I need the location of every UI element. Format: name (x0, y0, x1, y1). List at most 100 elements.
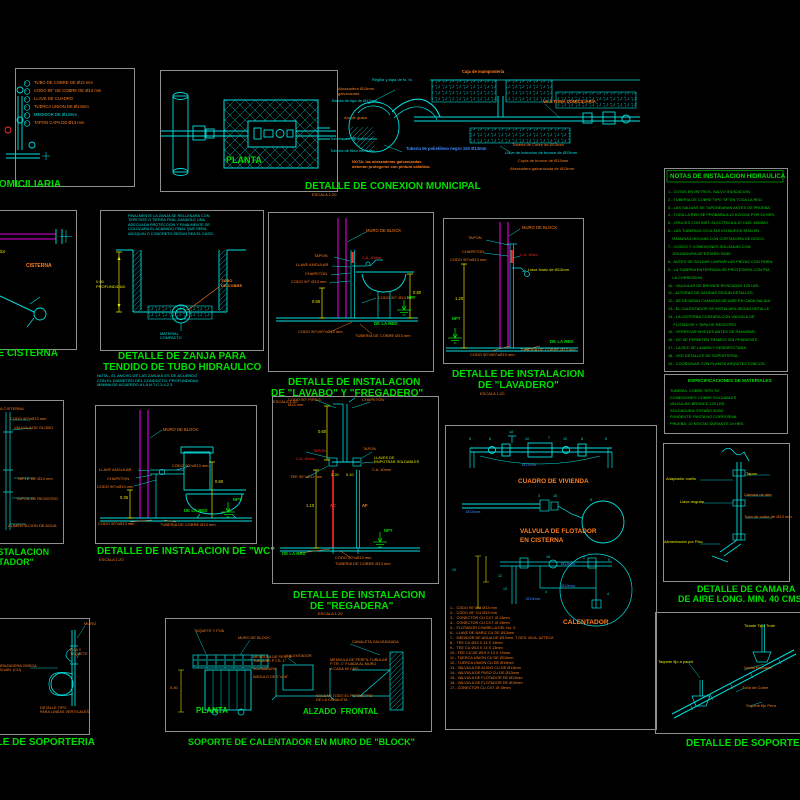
legend-text: TAPON CAPA DE Ø13 mm (34, 120, 85, 125)
callout: CODO 90°xØ13 mm (97, 484, 134, 489)
panel-title: DE "LAVADERO" (478, 380, 559, 391)
legend-text: CODO 90° DE COBRE DE Ø13 mm (34, 88, 102, 93)
panel-soporteria-vertical (0, 618, 90, 735)
callout: Tubo de cobre de Ø13 mm (744, 514, 792, 519)
callout: C.A. 40mm (372, 468, 391, 472)
callout-num: 10 (525, 437, 529, 441)
dim-label: 0.60 (318, 429, 327, 434)
callout: CODO 90° Ø13 mm (291, 279, 327, 284)
callout: Soporte fijo Pera (746, 703, 776, 708)
panel-instalacion-wc (95, 405, 257, 544)
callout: ANGULO DE 1"x1/8" (253, 675, 289, 679)
panel-title: ESPECIFICACIONES DE MATERIALES (688, 378, 772, 383)
callout: CANALETA GALVANIZADA (352, 640, 399, 644)
callout: LLAVES DE EMPOTRAR SOLDABLES (374, 456, 420, 465)
callout: ALIMENTACION DE AGUA (8, 523, 57, 528)
callout: MENSULA DE PERFIL TUBULAR P.T.R. 1" (253, 655, 292, 664)
callout-num: 13 (503, 587, 507, 591)
callout-num: 6 (581, 437, 583, 441)
callout: TUBERIA DE COBRE Ø13 mm (355, 333, 411, 338)
notes-header-box (666, 170, 784, 183)
callout: LLAVE ANGULAR (99, 467, 132, 472)
callout: Tuberia de polietileno negro 150 Ø13mm (406, 146, 487, 151)
panel-title: DETALLE DE CAMARA (697, 584, 796, 594)
panel-cuadro-vivienda-grupo (445, 425, 657, 730)
panel-title: DETALLE DE INSTALACION (0, 547, 50, 557)
callout: AC (330, 503, 337, 508)
dim-label: 0.60 PROFUNDIDAD (96, 279, 126, 289)
callout: C.A. 40mm (362, 256, 381, 260)
fitting-legend: 1.- CODO 90° CU Ø13 mm 2.- CODO 45° CU Ø… (450, 606, 554, 690)
callout: TAQUETE Y PIJA (194, 629, 225, 633)
panel-title: DETALLE DE ZANJA PARA (118, 351, 247, 362)
callout: TEE 90°xØ13 mm (290, 474, 323, 479)
lavadero-drawing (446, 222, 578, 352)
legend-item: 4 (25, 104, 27, 109)
panel-instalacion-lavabo-fregadero (268, 212, 434, 372)
callout: Llave de insercion de bronce de Ø13mm (505, 149, 578, 155)
panel-title: DETALLE DE INSTALACION (288, 377, 421, 388)
notes-body: 1.- COTAS EN METROS, SALVO INDICACION. 2… (668, 189, 776, 366)
callout: CHAPETON (362, 397, 385, 402)
panel-planta-conexion (160, 70, 338, 192)
callout: MURO (84, 621, 97, 626)
callout: MURO DE BLOCK (163, 427, 199, 432)
soporteria-diag-drawing (671, 624, 797, 719)
callout: CHAPETON (107, 475, 130, 481)
panel-instalacion-lavadero (443, 218, 584, 364)
callout-num: 5 (605, 437, 607, 441)
lavabo-drawing (276, 218, 418, 335)
note: NOTA.- EL ANCHO DE LAS ZANJAS ES DE ACUE… (97, 373, 199, 388)
callout: CODO 90° P/REG. Ø13 mm (288, 397, 322, 407)
callout-num: 5 (590, 498, 592, 502)
callout: TUBERIA DE COBRE Ø13 mm (520, 347, 576, 352)
panel-title: NOTAS DE INSTALACION HIDRAULICA (670, 173, 786, 180)
panel-soporteria-diagonal (655, 612, 800, 734)
callout: Tapon (746, 471, 757, 476)
dim-label: 0.20 (331, 472, 339, 477)
callout: Ø13mm. (526, 596, 542, 601)
panel-title: DETALLE DE CISTERNA (0, 348, 58, 359)
panel-camara-de-aire (663, 443, 790, 582)
callout: Taquete fijo a pared (658, 659, 694, 664)
callout: Copla de bronce de Ø13mm (518, 158, 569, 163)
panel-title: DE AIRE LONG. MIN. 40 CMS. (678, 594, 800, 604)
callout-num: 1A (509, 430, 514, 434)
callout-num: 10 (452, 568, 456, 572)
callout: Aro de grasa (344, 115, 367, 120)
panel-title: DETALLE DE CONEXION MUNICIPAL (305, 181, 481, 192)
callout: VA A TOMA DOMICILIARIA (543, 99, 596, 104)
legend-item: 6 (25, 120, 27, 125)
callout: Tirante Tipo Trole (744, 623, 775, 628)
scale-label: ESCALA 1:20 (312, 192, 337, 197)
dim-label: 0.10 (346, 472, 354, 477)
callout: Adaptador cuello (666, 476, 697, 481)
callout: MURO DE BLOCK (238, 636, 270, 640)
callout: Tuberia red de distribucion (330, 136, 378, 141)
scale-label: ESCALA 1:20 (318, 611, 343, 616)
callout: DE LA RED (282, 551, 306, 556)
panel-title: TOMA DOMICILIARIA (0, 179, 62, 190)
npt-label: NPT (452, 316, 461, 321)
scale-label: ESCALA 1:20 (99, 557, 124, 562)
callout: CHAPETON (305, 270, 328, 276)
callout: DETALLE TIPO PARA LINEAS VERTICALES (40, 706, 90, 715)
soporte-calentador-drawing (178, 631, 404, 716)
calentador-inst-drawing (3, 412, 34, 530)
toma-pipe-glyph (4, 80, 50, 160)
calentador-cuadro-drawing (475, 553, 633, 627)
wc-drawing (100, 410, 252, 523)
callout: Ø13mm. (466, 509, 482, 514)
municipal-section-drawing (341, 79, 640, 153)
cisterna-drawing (0, 229, 72, 328)
callout: Ø13mm. (561, 561, 577, 566)
callout: C.A. 40cm (520, 253, 538, 257)
callout: TUBERIA DE COBRE Ø13 mm (335, 561, 391, 566)
panel-title: DETALLE DE INSTALACION DE "WC" (97, 546, 275, 557)
callout: VALVULA DE GLOBO (14, 425, 54, 430)
callout: A CISTERNA (0, 406, 24, 411)
npt-label: NPT (233, 497, 242, 502)
dim-label: 0.65 (312, 299, 321, 304)
